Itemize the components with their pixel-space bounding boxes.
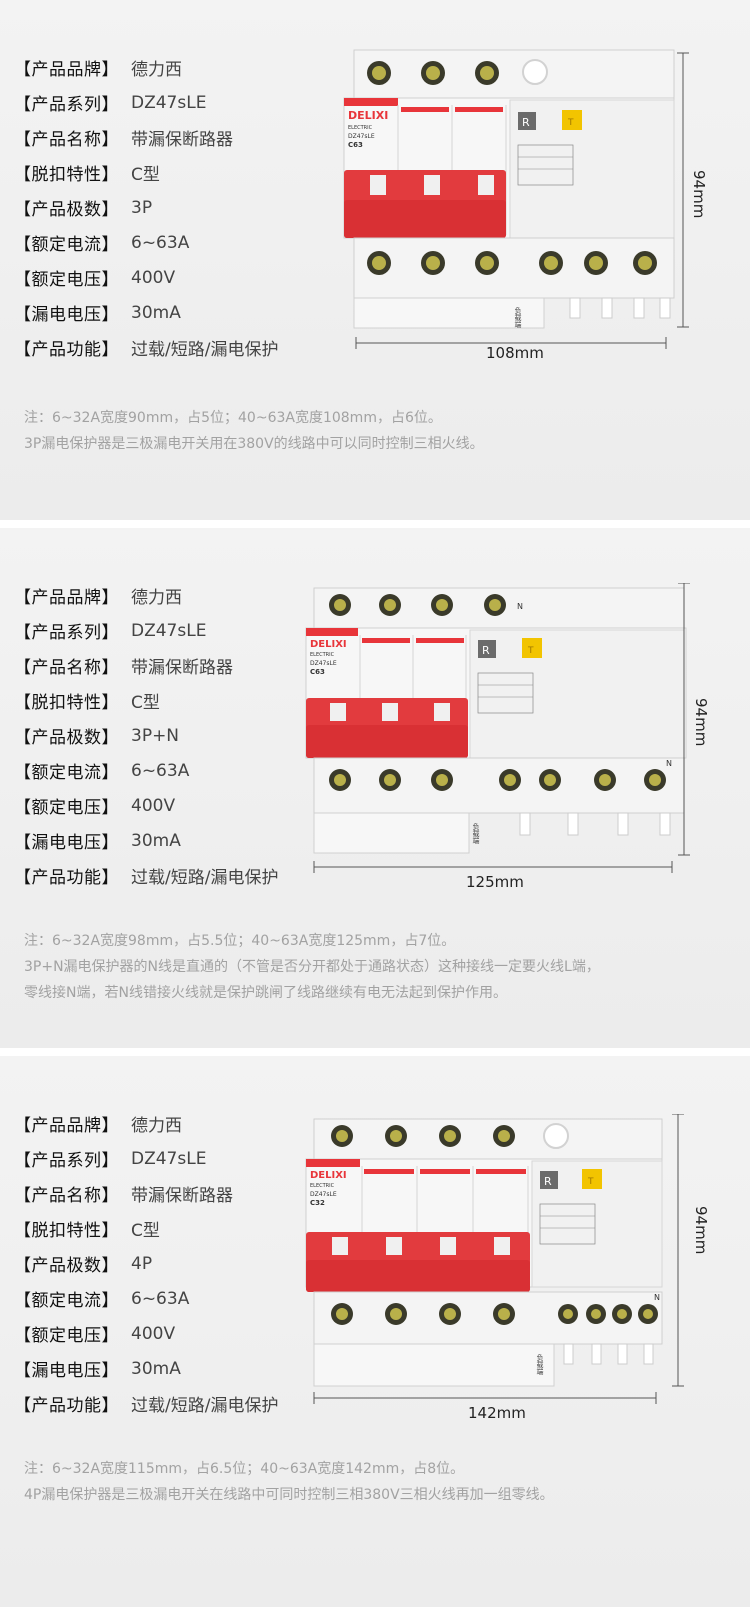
product-section-3p: 【产品品牌】德力西 【产品系列】DZ47sLE 【产品名称】带漏保断路器 【脱扣… <box>0 0 750 520</box>
svg-text:C32: C32 <box>310 1199 325 1207</box>
spec-row-brand: 【产品品牌】德力西 <box>14 588 182 608</box>
note-line: 3P漏电保护器是三极漏电开关用在380V的线路中可以同时控制三相火线。 <box>24 436 484 452</box>
svg-text:T: T <box>587 1177 594 1187</box>
spec-row-leakage: 【漏电电压】30mA <box>14 1358 181 1382</box>
svg-text:DZ47sLE: DZ47sLE <box>348 133 375 140</box>
note-line: 注：6~32A宽度98mm，占5.5位；40~63A宽度125mm，占7位。 <box>24 933 456 949</box>
spec-row-voltage: 【额定电压】400V <box>14 795 176 819</box>
breaker-3pn-image: N DELIXI ELECTRIC DZ47sLE C63 R T N 负载端 <box>305 583 690 873</box>
spec-row-leakage: 【漏电电压】30mA <box>14 830 181 854</box>
spec-row-voltage: 【额定电压】400V <box>14 267 176 291</box>
width-dimension: 125mm <box>466 873 524 891</box>
product-section-3pn: 【产品品牌】德力西 【产品系列】DZ47sLE 【产品名称】带漏保断路器 【脱扣… <box>0 528 750 1048</box>
spec-row-trip: 【脱扣特性】C型 <box>14 1221 160 1241</box>
spec-row-leakage: 【漏电电压】30mA <box>14 302 181 326</box>
spec-row-current: 【额定电流】6~63A <box>14 232 190 256</box>
height-dimension: 94mm <box>692 698 710 747</box>
spec-row-current: 【额定电流】6~63A <box>14 1288 190 1312</box>
spec-row-name: 【产品名称】带漏保断路器 <box>14 658 233 678</box>
svg-text:R: R <box>522 116 530 129</box>
spec-row-brand: 【产品品牌】德力西 <box>14 1116 182 1136</box>
svg-text:T: T <box>527 646 534 656</box>
notes: 注：6~32A宽度115mm，占6.5位；40~63A宽度142mm，占8位。 … <box>24 1456 554 1508</box>
spec-row-poles: 【产品极数】3P <box>14 197 153 221</box>
width-dimension: 108mm <box>486 344 544 362</box>
product-section-4p: 【产品品牌】德力西 【产品系列】DZ47sLE 【产品名称】带漏保断路器 【脱扣… <box>0 1056 750 1607</box>
spec-row-voltage: 【额定电压】400V <box>14 1323 176 1347</box>
svg-text:N: N <box>654 1293 660 1302</box>
spec-row-series: 【产品系列】DZ47sLE <box>14 1148 207 1172</box>
svg-text:DZ47sLE: DZ47sLE <box>310 660 337 667</box>
svg-text:T: T <box>567 118 574 128</box>
spec-list: 【产品品牌】德力西 【产品系列】DZ47sLE 【产品名称】带漏保断路器 【脱扣… <box>14 50 278 365</box>
spec-row-brand: 【产品品牌】德力西 <box>14 60 182 80</box>
breaker-3p-image: DELIXI ELECTRIC DZ47sLE C63 R T 负载端 <box>343 49 689 349</box>
spec-row-trip: 【脱扣特性】C型 <box>14 165 160 185</box>
notes: 注：6~32A宽度98mm，占5.5位；40~63A宽度125mm，占7位。 3… <box>24 928 600 1006</box>
spec-row-series: 【产品系列】DZ47sLE <box>14 620 207 644</box>
spec-row-trip: 【脱扣特性】C型 <box>14 693 160 713</box>
height-dimension: 94mm <box>690 170 708 219</box>
svg-text:DELIXI: DELIXI <box>310 639 347 650</box>
note-line: 零线接N端，若N线错接火线就是保护跳闸了线路继续有电无法起到保护作用。 <box>24 985 507 1001</box>
spec-row-current: 【额定电流】6~63A <box>14 760 190 784</box>
width-dimension: 142mm <box>468 1404 526 1422</box>
svg-text:N: N <box>666 759 672 768</box>
svg-text:DZ47sLE: DZ47sLE <box>310 1191 337 1198</box>
svg-text:C63: C63 <box>348 141 363 149</box>
spec-list: 【产品品牌】德力西 【产品系列】DZ47sLE 【产品名称】带漏保断路器 【脱扣… <box>14 578 278 893</box>
svg-text:ELECTRIC: ELECTRIC <box>310 652 335 658</box>
breaker-4p-image: DELIXI ELECTRIC DZ47sLE C32 R T N 负载端 <box>305 1114 684 1404</box>
spec-row-poles: 【产品极数】4P <box>14 1253 153 1277</box>
svg-text:C63: C63 <box>310 668 325 676</box>
svg-text:负载端: 负载端 <box>514 306 522 329</box>
spec-row-series: 【产品系列】DZ47sLE <box>14 92 207 116</box>
spec-list: 【产品品牌】德力西 【产品系列】DZ47sLE 【产品名称】带漏保断路器 【脱扣… <box>14 1106 278 1421</box>
spec-row-function: 【产品功能】过载/短路/漏电保护 <box>14 868 279 888</box>
svg-text:R: R <box>482 644 490 657</box>
notes: 注：6~32A宽度90mm，占5位；40~63A宽度108mm，占6位。 3P漏… <box>24 405 484 457</box>
svg-text:负载端: 负载端 <box>472 822 480 845</box>
svg-text:DELIXI: DELIXI <box>310 1170 347 1181</box>
svg-text:负载端: 负载端 <box>536 1353 544 1376</box>
brand-logo: DELIXI <box>348 109 388 122</box>
svg-text:R: R <box>544 1175 552 1188</box>
spec-row-name: 【产品名称】带漏保断路器 <box>14 1186 233 1206</box>
spec-row-function: 【产品功能】过载/短路/漏电保护 <box>14 1396 279 1416</box>
note-line: 3P+N漏电保护器的N线是直通的（不管是否分开都处于通路状态）这种接线一定要火线… <box>24 959 600 975</box>
svg-text:ELECTRIC: ELECTRIC <box>348 125 373 131</box>
height-dimension: 94mm <box>692 1206 710 1255</box>
spec-row-function: 【产品功能】过载/短路/漏电保护 <box>14 340 279 360</box>
spec-row-poles: 【产品极数】3P+N <box>14 725 180 749</box>
note-line: 注：6~32A宽度115mm，占6.5位；40~63A宽度142mm，占8位。 <box>24 1461 465 1477</box>
svg-text:ELECTRIC: ELECTRIC <box>310 1183 335 1189</box>
note-line: 4P漏电保护器是三极漏电开关在线路中可同时控制三相380V三相火线再加一组零线。 <box>24 1487 554 1503</box>
spec-row-name: 【产品名称】带漏保断路器 <box>14 130 233 150</box>
note-line: 注：6~32A宽度90mm，占5位；40~63A宽度108mm，占6位。 <box>24 410 442 426</box>
svg-text:N: N <box>517 602 523 611</box>
